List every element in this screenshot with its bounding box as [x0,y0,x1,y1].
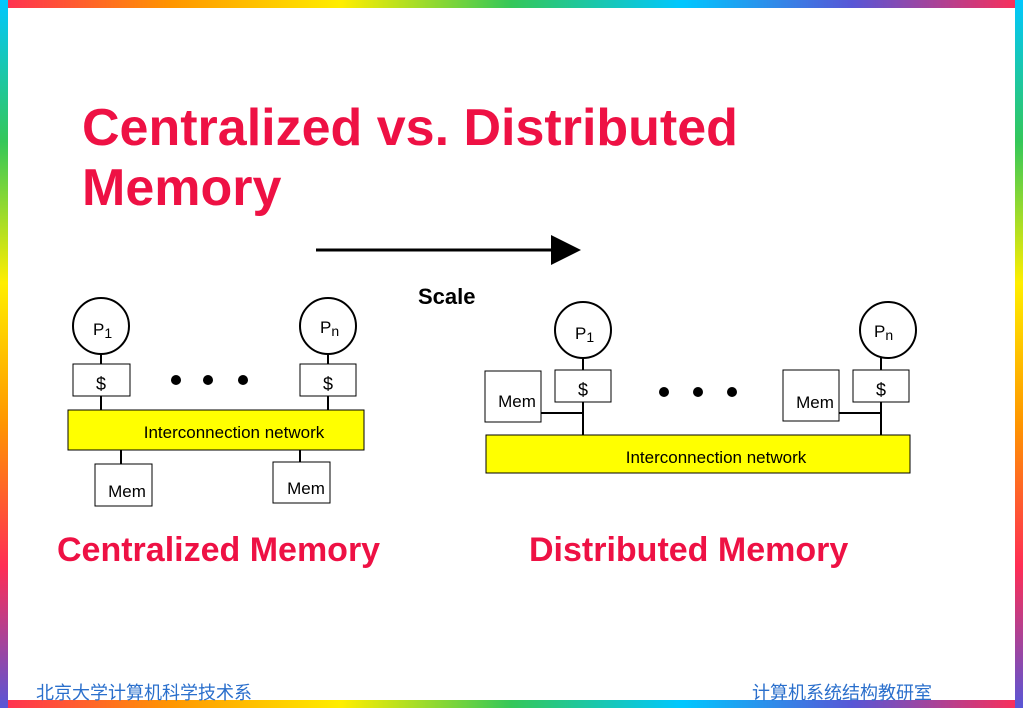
svg-text:Pn: Pn [320,318,339,339]
svg-text:P1: P1 [93,320,112,341]
slide-canvas [8,8,1015,700]
distributed-cache-n [852,369,910,403]
memory-label: Mem [287,479,325,498]
svg-text:P1: P1 [575,324,594,345]
ellipsis-dot [171,375,181,385]
processor-label: P [320,318,331,337]
cache-label: $ [578,380,588,400]
ellipsis-dot [238,375,248,385]
distributed-memory-1 [484,370,542,423]
slide-title: Centralized vs. Distributed Memory [82,98,738,218]
centralized-memory-n [272,461,331,504]
scale-label: Scale [418,284,476,309]
cache-label: $ [96,374,106,394]
distributed-memory-n [782,369,840,422]
distributed-cache-1 [554,369,612,403]
centralized-cache-n [299,363,357,397]
memory-label: Mem [796,393,834,412]
centralized-memory-1 [94,463,153,507]
footer-department: 北京大学计算机科学技术系 [36,683,252,704]
processor-subscript: 1 [104,325,112,341]
ellipsis-dot [203,375,213,385]
distributed-processor-n [859,301,917,359]
footer-lab: 计算机系统结构教研室 [752,683,932,704]
ellipsis-dot [659,387,669,397]
distributed-processor-1 [554,301,612,359]
cache-label: $ [876,380,886,400]
processor-label: P [93,320,104,339]
processor-subscript: 1 [586,329,594,345]
title-line-2: Memory [82,159,282,217]
memory-label: Mem [498,392,536,411]
centralized-memory-caption: Centralized Memory [57,531,381,569]
processor-label: P [874,322,885,341]
svg-text:Pn: Pn [874,322,893,343]
centralized-processor-n [299,297,357,355]
centralized-diagram: P1 Pn $ $ Interconnection network Mem Me… [67,297,365,507]
distributed-diagram: P1 Pn Mem Mem $ $ Interconnection networ… [484,301,917,474]
distributed-memory-caption: Distributed Memory [529,531,849,569]
network-label: Interconnection network [626,448,807,467]
processor-subscript: n [885,327,893,343]
title-line-1: Centralized vs. Distributed [82,99,738,157]
distributed-interconnection-network [485,434,911,474]
ellipsis-dot [727,387,737,397]
centralized-interconnection-network [67,409,365,451]
processor-subscript: n [331,323,339,339]
ellipsis-dot [693,387,703,397]
centralized-cache-1 [72,363,131,397]
memory-label: Mem [108,482,146,501]
processor-label: P [575,324,586,343]
centralized-processor-1 [72,297,130,355]
cache-label: $ [323,374,333,394]
network-label: Interconnection network [144,423,325,442]
